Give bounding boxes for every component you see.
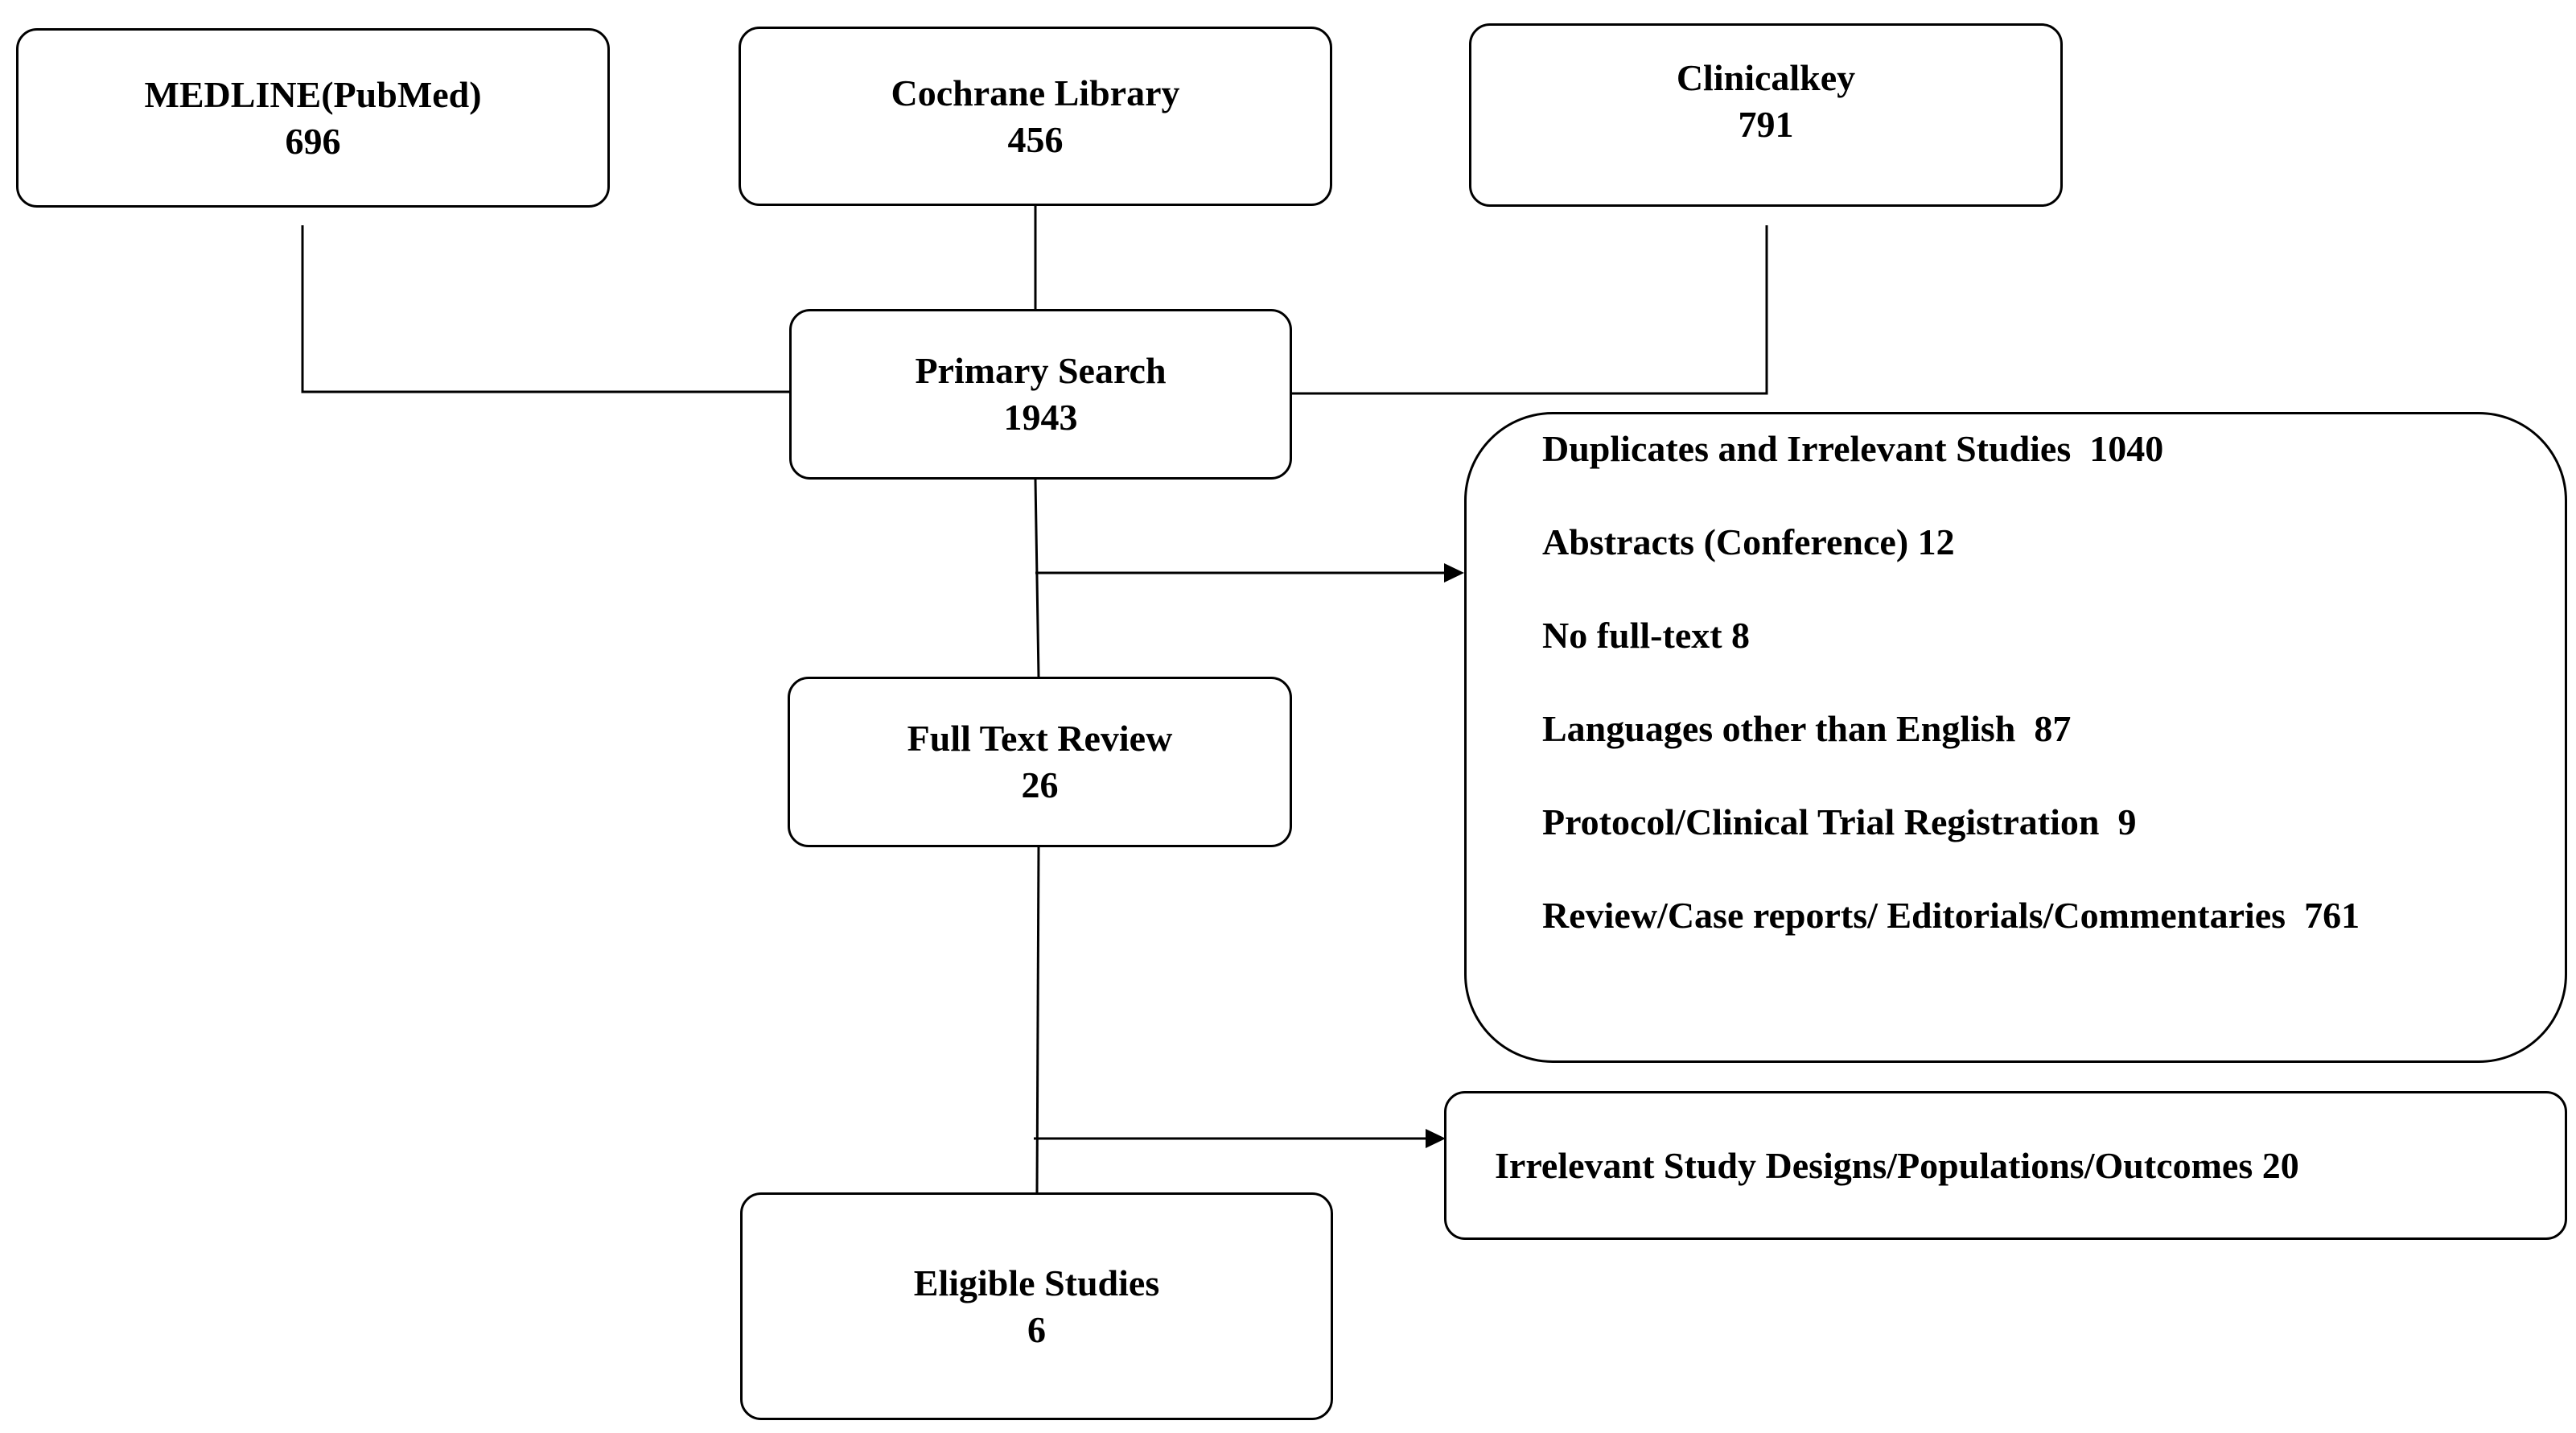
eligible-studies-box: Eligible Studies 6 [740, 1192, 1333, 1420]
source-name: Cochrane Library [891, 72, 1180, 113]
primary-search-label: Primary Search [915, 350, 1167, 391]
source-box-clinicalkey: Clinicalkey 791 [1469, 23, 2063, 207]
full-text-review-box: Full Text Review 26 [788, 677, 1292, 847]
source-name: MEDLINE(PubMed) [144, 73, 482, 115]
exclusion-screening-box: Duplicates and Irrelevant Studies 1040 A… [1464, 412, 2567, 1063]
exclusion-reason: Irrelevant Study Designs/Populations/Out… [1495, 1144, 2299, 1186]
primary-search-box: Primary Search 1943 [789, 309, 1292, 480]
exclusion-reason: Protocol/Clinical Trial Registration 9 [1542, 801, 2137, 842]
exclusion-reason: Duplicates and Irrelevant Studies 1040 [1542, 428, 2164, 469]
eligible-studies-label: Eligible Studies [913, 1262, 1160, 1303]
connector-medline [301, 225, 789, 393]
exclusion-full-text-box: Irrelevant Study Designs/Populations/Out… [1444, 1091, 2567, 1240]
full-text-review-label: Full Text Review [907, 718, 1173, 759]
connector-fulltext-to-eligible [1035, 846, 1040, 1193]
source-count: 456 [1007, 118, 1064, 160]
source-box-cochrane: Cochrane Library 456 [739, 27, 1332, 206]
connector-primary-to-fulltext [1034, 479, 1040, 677]
exclusion-reason: Languages other than English 87 [1542, 708, 2072, 749]
arrowhead-fulltext [1426, 1129, 1446, 1148]
exclusion-reason: Abstracts (Conference) 12 [1542, 521, 1955, 562]
primary-search-count: 1943 [1003, 397, 1078, 438]
exclusion-reason: Review/Case reports/ Editorials/Commenta… [1542, 895, 2360, 936]
connector-clinicalkey [1292, 225, 1768, 395]
arrowhead-screening [1444, 563, 1464, 583]
source-name: Clinicalkey [1676, 57, 1856, 98]
source-box-medline: MEDLINE(PubMed) 696 [16, 28, 610, 208]
source-count: 696 [285, 120, 341, 162]
eligible-studies-count: 6 [1027, 1308, 1046, 1350]
full-text-review-count: 26 [1021, 764, 1059, 805]
exclusion-reason: No full-text 8 [1542, 615, 1751, 656]
source-count: 791 [1738, 104, 1794, 145]
